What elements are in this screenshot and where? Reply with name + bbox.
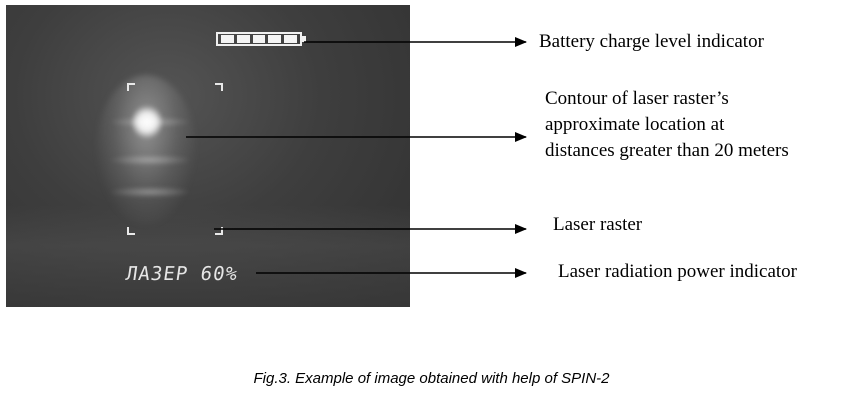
laser-raster-label: Laser raster: [553, 214, 643, 235]
battery-cell: [221, 35, 234, 43]
battery-cell: [268, 35, 282, 43]
battery-cell: [252, 35, 266, 43]
battery-indicator-label: Battery charge level indicator: [539, 31, 764, 52]
power-indicator-label: Laser radiation power indicator: [558, 261, 797, 282]
contour-corner-top-right: [215, 83, 223, 91]
laser-raster-band: [110, 155, 190, 165]
ground-texture: [6, 205, 410, 307]
laser-raster-core: [132, 105, 162, 139]
contour-label-line: Contour of laser raster’s: [545, 88, 729, 109]
battery-cell: [236, 35, 250, 43]
contour-label-line: distances greater than 20 meters: [545, 140, 789, 161]
contour-corner-top-left: [127, 83, 135, 91]
contour-label-line: approximate location at: [545, 114, 725, 135]
battery-terminal: [302, 36, 306, 42]
laser-raster-glow: [96, 75, 196, 225]
laser-raster-band: [110, 187, 190, 197]
figure-caption: Fig.3. Example of image obtained with he…: [253, 370, 610, 387]
battery-icon: [216, 32, 306, 46]
contour-corner-bottom-right: [215, 227, 223, 235]
contour-corner-bottom-left: [127, 227, 135, 235]
device-screen-image: ЛАЗЕР 60%: [6, 5, 410, 307]
battery-cell: [284, 35, 297, 43]
contour-label: Contour of laser raster’s approximate lo…: [545, 86, 789, 164]
